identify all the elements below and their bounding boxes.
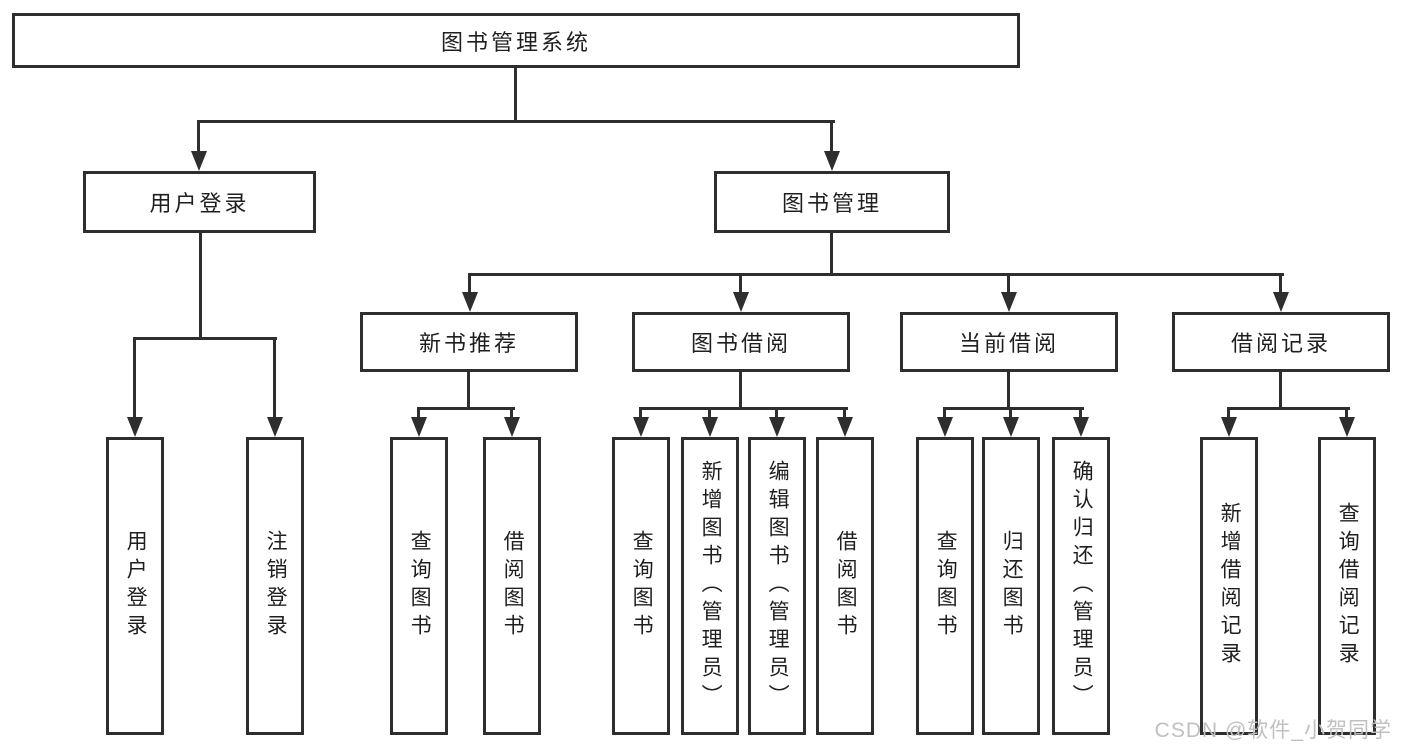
- leaf-return-books-label: 归还图书: [1000, 530, 1024, 642]
- arrow-down-icon: [837, 417, 853, 437]
- node-borrow-record-label: 借阅记录: [1230, 331, 1331, 356]
- connector-segment: [1007, 273, 1010, 294]
- leaf-query-books-current-label: 查询图书: [934, 530, 958, 642]
- leaf-edit-books-admin: 编辑图书（管理员）: [748, 437, 806, 735]
- node-book-borrow-label: 图书借阅: [690, 331, 791, 356]
- node-user-login-label: 用户登录: [149, 191, 250, 216]
- leaf-query-books-borrow: 查询图书: [612, 437, 670, 735]
- connector-segment: [1279, 273, 1282, 294]
- connector-segment: [199, 233, 202, 339]
- arrow-down-icon: [824, 151, 840, 171]
- connector-segment: [510, 407, 513, 419]
- leaf-user-login-label: 用户登录: [124, 530, 148, 642]
- csdn-watermark: CSDN @软件_小贺同学: [1154, 719, 1392, 742]
- arrow-down-icon: [702, 417, 718, 437]
- leaf-query-borrow-record-label: 查询借阅记录: [1336, 502, 1360, 670]
- arrow-down-icon: [1073, 417, 1089, 437]
- node-root: 图书管理系统: [12, 13, 1020, 68]
- connector-segment: [273, 337, 276, 419]
- node-borrow-record: 借阅记录: [1172, 312, 1390, 372]
- connector-segment: [739, 273, 742, 294]
- arrow-down-icon: [1003, 417, 1019, 437]
- connector-segment: [830, 120, 833, 153]
- connector-segment: [468, 273, 1284, 276]
- leaf-borrow-books-label: 借阅图书: [834, 530, 858, 642]
- arrow-down-icon: [127, 417, 143, 437]
- node-book-borrow: 图书借阅: [632, 312, 850, 372]
- connector-segment: [843, 407, 846, 419]
- connector-segment: [1279, 372, 1282, 409]
- connector-segment: [1227, 407, 1230, 419]
- leaf-confirm-return-admin: 确认归还（管理员）: [1052, 437, 1110, 735]
- leaf-query-books-recommend: 查询图书: [390, 437, 448, 735]
- connector-segment: [468, 273, 471, 294]
- leaf-borrow-books-recommend-label: 借阅图书: [501, 530, 525, 642]
- node-new-book-recommend-label: 新书推荐: [418, 331, 519, 356]
- node-root-label: 图书管理系统: [440, 29, 591, 55]
- leaf-add-borrow-record: 新增借阅记录: [1200, 437, 1258, 735]
- connector-segment: [639, 407, 848, 410]
- connector-segment: [417, 407, 515, 410]
- arrow-down-icon: [1339, 417, 1355, 437]
- node-user-login: 用户登录: [83, 171, 316, 233]
- leaf-return-books: 归还图书: [982, 437, 1040, 735]
- node-book-management: 图书管理: [714, 171, 950, 233]
- connector-segment: [830, 233, 833, 275]
- leaf-user-login: 用户登录: [106, 437, 164, 735]
- connector-segment: [197, 120, 200, 153]
- arrow-down-icon: [411, 417, 427, 437]
- leaf-query-books-current: 查询图书: [916, 437, 974, 735]
- leaf-logout-label: 注销登录: [264, 530, 288, 642]
- arrow-down-icon: [191, 151, 207, 171]
- arrow-down-icon: [633, 417, 649, 437]
- arrow-down-icon: [504, 417, 520, 437]
- connector-segment: [1079, 407, 1082, 419]
- leaf-borrow-books: 借阅图书: [816, 437, 874, 735]
- arrow-down-icon: [1001, 292, 1017, 312]
- leaf-logout: 注销登录: [246, 437, 304, 735]
- arrow-down-icon: [462, 292, 478, 312]
- connector-segment: [514, 68, 517, 122]
- connector-segment: [197, 120, 835, 123]
- arrow-down-icon: [733, 292, 749, 312]
- connector-segment: [639, 407, 642, 419]
- leaf-add-books-admin-label: 新增图书（管理员）: [699, 460, 723, 712]
- leaf-query-books-recommend-label: 查询图书: [408, 530, 432, 642]
- node-current-borrow-label: 当前借阅: [958, 331, 1059, 356]
- connector-segment: [708, 407, 711, 419]
- connector-segment: [133, 337, 136, 419]
- leaf-query-borrow-record: 查询借阅记录: [1318, 437, 1376, 735]
- arrow-down-icon: [1273, 292, 1289, 312]
- connector-segment: [943, 407, 946, 419]
- arrow-down-icon: [937, 417, 953, 437]
- connector-segment: [775, 407, 778, 419]
- node-book-management-label: 图书管理: [781, 191, 882, 216]
- leaf-add-books-admin: 新增图书（管理员）: [681, 437, 739, 735]
- leaf-confirm-return-admin-label: 确认归还（管理员）: [1070, 460, 1094, 712]
- connector-segment: [1345, 407, 1348, 419]
- connector-segment: [1007, 372, 1010, 409]
- connector-segment: [739, 372, 742, 409]
- node-new-book-recommend: 新书推荐: [360, 312, 578, 372]
- connector-segment: [133, 337, 277, 340]
- connector-segment: [1227, 407, 1350, 410]
- node-current-borrow: 当前借阅: [900, 312, 1118, 372]
- connector-segment: [943, 407, 1084, 410]
- leaf-borrow-books-recommend: 借阅图书: [483, 437, 541, 735]
- arrow-down-icon: [769, 417, 785, 437]
- leaf-query-books-borrow-label: 查询图书: [630, 530, 654, 642]
- arrow-down-icon: [1221, 417, 1237, 437]
- connector-segment: [467, 372, 470, 409]
- connector-segment: [417, 407, 420, 419]
- connector-segment: [1009, 407, 1012, 419]
- leaf-edit-books-admin-label: 编辑图书（管理员）: [766, 460, 790, 712]
- leaf-add-borrow-record-label: 新增借阅记录: [1218, 502, 1242, 670]
- arrow-down-icon: [267, 417, 283, 437]
